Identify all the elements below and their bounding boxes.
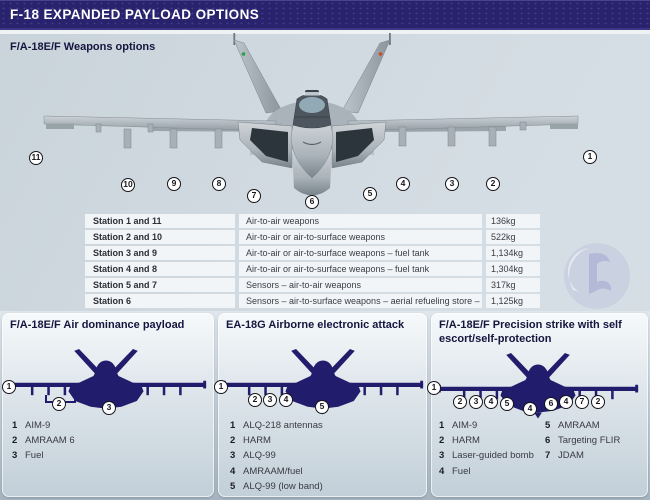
- table-row: Station 1 and 11 Air-to-air weapons 136k…: [85, 214, 540, 228]
- legend-number: 3: [230, 450, 236, 462]
- legend-number: 3: [12, 450, 18, 462]
- station-cell: Station 1 and 11: [85, 214, 235, 228]
- weight-cell: 136kg: [486, 214, 540, 228]
- f18-front-view-illustration: [43, 33, 579, 196]
- legend-label: AIM-9: [25, 420, 51, 431]
- legend-number: 3: [439, 450, 445, 462]
- legend-label: ALQ-99: [243, 450, 276, 462]
- pylons: [95, 121, 527, 149]
- legend-number: 5: [545, 420, 551, 431]
- legend-left-column: 1 AIM-9 2 HARM 3 Laser-guided bomb 4 Fuel: [439, 420, 534, 481]
- weapons-options-caption: F/A-18E/F Weapons options: [10, 41, 156, 53]
- legend-label: AMRAAM: [558, 420, 600, 431]
- panel-title: EA-18G Airborne electronic attack: [226, 319, 405, 331]
- legend-label: Laser-guided bomb: [452, 450, 534, 462]
- table-row: Station 6 Sensors – air-to-surface weapo…: [85, 294, 540, 308]
- payload-panels-section: F/A-18E/F Air dominance payload 1 AIM-9 2…: [0, 311, 650, 500]
- legend-label: ALQ-99 (low band): [243, 480, 323, 492]
- wingtip-rail-right: [550, 123, 578, 129]
- legend-number: 1: [12, 420, 18, 431]
- table-row: Station 4 and 8 Air-to-air or air-to-sur…: [85, 262, 540, 276]
- title-bar: F-18 EXPANDED PAYLOAD OPTIONS: [0, 0, 650, 30]
- legend: 1 ALQ-218 antennas 2 HARM 3 ALQ-99 4 AMRAAM/…: [230, 420, 323, 496]
- desc-cell: Air-to-air or air-to-surface weapons – f…: [239, 262, 482, 276]
- legend-number: 6: [545, 435, 551, 447]
- table-row: Station 3 and 9 Air-to-air or air-to-sur…: [85, 246, 540, 260]
- desc-cell: Sensors – air-to-surface weapons – aeria…: [239, 294, 482, 308]
- legend-label: HARM: [452, 435, 480, 447]
- station-cell: Station 2 and 10: [85, 230, 235, 244]
- station-cell: Station 3 and 9: [85, 246, 235, 260]
- table-row: Station 2 and 10 Air-to-air or air-to-su…: [85, 230, 540, 244]
- nav-light-red: [378, 52, 383, 56]
- desc-cell: Air-to-air weapons: [239, 214, 482, 228]
- legend-number: 1: [230, 420, 236, 431]
- legend-number: 2: [439, 435, 445, 447]
- legend-label: JDAM: [558, 450, 584, 462]
- callout-bracket: [45, 395, 76, 403]
- panel-precision-strike: F/A-18E/F Precision strike with self esc…: [431, 313, 648, 497]
- panel-electronic-attack: EA-18G Airborne electronic attack 1 ALQ-2…: [218, 313, 427, 497]
- canopy: [292, 90, 332, 129]
- desc-cell: Air-to-air or air-to-surface weapons – f…: [239, 246, 482, 260]
- legend-label: HARM: [243, 435, 271, 447]
- station-cell: Station 6: [85, 294, 235, 308]
- legend-label: ALQ-218 antennas: [243, 420, 323, 431]
- legend-number: 2: [230, 435, 236, 447]
- legend-number: 4: [439, 465, 445, 477]
- jet-silhouette: [3, 349, 209, 426]
- desc-cell: Air-to-air or air-to-surface weapons: [239, 230, 482, 244]
- publisher-logo-watermark: [564, 243, 630, 309]
- legend-label: AMRAAM 6: [25, 435, 75, 447]
- stations-table: Station 1 and 11 Air-to-air weapons 136k…: [85, 214, 540, 310]
- engine-nacelles: [237, 121, 387, 169]
- legend: 1 AIM-9 2 AMRAAM 6 3 Fuel: [12, 420, 75, 466]
- panel-air-dominance: F/A-18E/F Air dominance payload 1 AIM-9 2…: [2, 313, 214, 497]
- intake-left: [250, 128, 288, 162]
- legend-number: 4: [230, 465, 236, 477]
- weight-cell: 522kg: [486, 230, 540, 244]
- legend-label: AIM-9: [452, 420, 478, 431]
- legend-label: Fuel: [25, 450, 44, 462]
- legend-number: 7: [545, 450, 551, 462]
- legend-number: 2: [12, 435, 18, 447]
- weight-cell: 317kg: [486, 278, 540, 292]
- jet-silhouette: [220, 349, 426, 426]
- desc-cell: Sensors – air-to-air weapons: [239, 278, 482, 292]
- legend-number: 5: [230, 480, 236, 492]
- table-row: Station 5 and 7 Sensors – air-to-air wea…: [85, 278, 540, 292]
- legend-label: Fuel: [452, 465, 471, 477]
- panel-title: F/A-18E/F Air dominance payload: [10, 319, 185, 331]
- intake-right: [336, 128, 374, 162]
- page-title: F-18 EXPANDED PAYLOAD OPTIONS: [10, 7, 260, 22]
- wings: [43, 115, 579, 132]
- legend-right-column: 5 AMRAAM 6 Targeting FLIR 7 JDAM: [545, 420, 620, 466]
- weight-cell: 1,125kg: [486, 294, 540, 308]
- station-cell: Station 5 and 7: [85, 278, 235, 292]
- nav-light-green: [241, 52, 246, 56]
- station-cell: Station 4 and 8: [85, 262, 235, 276]
- legend-label: Targeting FLIR: [558, 435, 621, 447]
- legend-label: AMRAAM/fuel: [243, 465, 303, 477]
- wingtip-rail-left: [46, 123, 74, 129]
- panel-title: F/A-18E/F Precision strike with self esc…: [439, 319, 622, 345]
- legend-number: 1: [439, 420, 445, 431]
- title-divider: [0, 30, 650, 34]
- weight-cell: 1,304kg: [486, 262, 540, 276]
- weight-cell: 1,134kg: [486, 246, 540, 260]
- jet-silhouette: [433, 353, 643, 430]
